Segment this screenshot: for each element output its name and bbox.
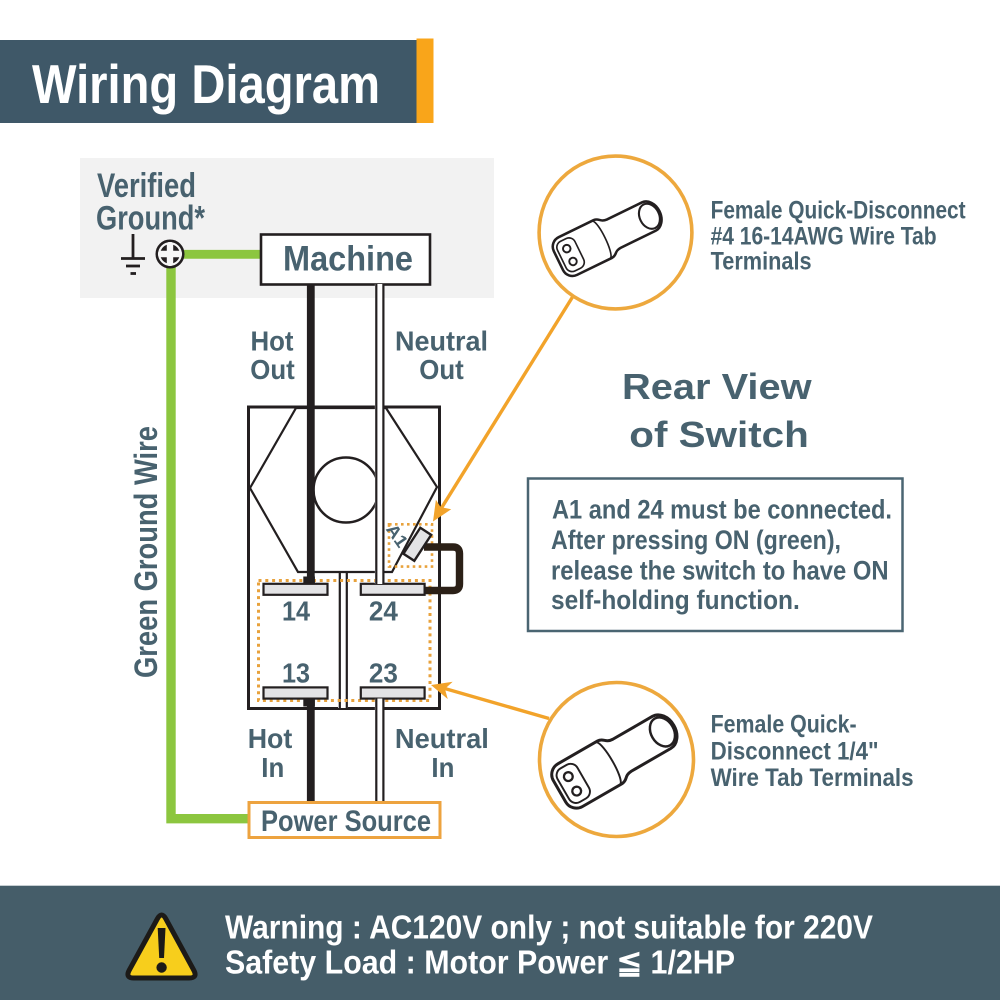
svg-text:Wire Tab Terminals: Wire Tab Terminals (711, 764, 914, 792)
svg-text:Female Quick-: Female Quick- (711, 711, 857, 739)
svg-text:Rear View: Rear View (622, 366, 813, 407)
svg-text:Hot: Hot (248, 723, 293, 754)
svg-text:of Switch: of Switch (629, 414, 809, 455)
svg-text:13: 13 (282, 658, 310, 689)
svg-text:14: 14 (282, 596, 310, 627)
svg-text:Out: Out (250, 354, 295, 385)
svg-text:Safety Load : Motor Power ≦ 1/: Safety Load : Motor Power ≦ 1/2HP (225, 944, 735, 981)
svg-text:In: In (431, 752, 454, 783)
svg-text:Green Ground Wire: Green Ground Wire (128, 426, 164, 678)
svg-text:Out: Out (419, 354, 464, 385)
svg-text:#4 16-14AWG Wire Tab: #4 16-14AWG Wire Tab (711, 222, 937, 250)
svg-text:24: 24 (369, 596, 398, 627)
svg-text:In: In (261, 752, 284, 783)
svg-text:Neutral: Neutral (395, 326, 488, 357)
svg-text:Verified: Verified (97, 167, 196, 205)
svg-text:Power Source: Power Source (261, 805, 431, 838)
svg-text:Disconnect 1/4": Disconnect 1/4" (711, 738, 879, 766)
svg-text:After pressing ON (green),: After pressing ON (green), (551, 525, 841, 555)
svg-text:Neutral: Neutral (395, 723, 489, 754)
svg-text:Female Quick-Disconnect: Female Quick-Disconnect (711, 197, 967, 225)
svg-text:Ground*: Ground* (96, 200, 206, 238)
svg-text:A1 and 24 must be connected.: A1 and 24 must be connected. (552, 495, 892, 525)
svg-text:Hot: Hot (251, 326, 294, 357)
svg-text:Warning : AC120V only ; not s: Warning : AC120V only ; not suitable for… (225, 909, 873, 946)
svg-text:Machine: Machine (283, 240, 413, 279)
svg-text:self-holding function.: self-holding function. (551, 585, 800, 615)
svg-text:Wiring Diagram: Wiring Diagram (32, 53, 380, 115)
svg-text:Terminals: Terminals (711, 248, 812, 276)
svg-text:release the switch to have ON: release the switch to have ON (551, 555, 889, 585)
svg-text:23: 23 (369, 658, 398, 689)
